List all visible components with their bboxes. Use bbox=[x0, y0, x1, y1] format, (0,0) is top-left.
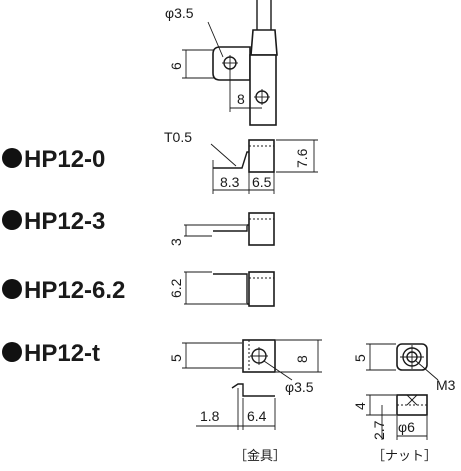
title-hp12-t: HP12-t bbox=[24, 340, 100, 367]
hp12-t-nut-drawing: 5 M3 4 2.7 φ6 ［ナット］ bbox=[352, 343, 456, 463]
hp12-t-bracket-drawing: 5 8 φ3.5 1.8 6.4 ［金具］ bbox=[168, 339, 322, 463]
hp12-0-width-right: 6.5 bbox=[252, 174, 272, 190]
bullet-hp12-0 bbox=[2, 148, 22, 168]
sensor-tip bbox=[250, 29, 278, 56]
hp12-0-width-left: 8.3 bbox=[220, 174, 240, 190]
nut-side-height: 4 bbox=[352, 402, 368, 410]
hp12-3-height: 3 bbox=[168, 238, 184, 246]
hp12-3-drawing: 3 bbox=[168, 212, 275, 246]
hp12-t-left-height: 5 bbox=[168, 354, 184, 362]
bullet-hp12-t bbox=[2, 342, 22, 362]
nut-thread: M3 bbox=[436, 377, 456, 393]
nut-dia: φ6 bbox=[398, 419, 415, 435]
hp12-3-bracket bbox=[213, 224, 249, 232]
hp12-t-profile bbox=[231, 383, 275, 397]
caption-bracket: ［金具］ bbox=[234, 448, 286, 463]
top-assembly: φ3.5 6 8 bbox=[165, 0, 278, 126]
model-titles: HP12-0 HP12-3 HP12-6.2 HP12-t bbox=[2, 146, 125, 367]
sensor-body bbox=[249, 54, 277, 126]
hp12-t-width: 6.4 bbox=[247, 408, 267, 424]
hp12-0-drawing: 8.3 6.5 T0.5 7.6 bbox=[164, 129, 318, 194]
bullet-hp12-6-2 bbox=[2, 279, 22, 299]
caption-nut: ［ナット］ bbox=[372, 448, 437, 463]
nut-height: 5 bbox=[352, 354, 368, 362]
hp12-6-2-bracket bbox=[213, 273, 249, 305]
hp12-0-height: 7.6 bbox=[294, 148, 310, 168]
hp12-0-thickness: T0.5 bbox=[164, 129, 192, 145]
top-hole-dia-label: φ3.5 bbox=[165, 5, 194, 21]
title-hp12-3: HP12-3 bbox=[24, 208, 105, 235]
hp12-t-right-height: 8 bbox=[294, 355, 310, 363]
hp12-6-2-body bbox=[248, 271, 275, 307]
hp12-0-bracket bbox=[213, 151, 249, 169]
hp12-3-body bbox=[248, 212, 275, 246]
top-height-label: 6 bbox=[168, 62, 184, 70]
hp12-t-hole-dia: φ3.5 bbox=[285, 379, 314, 395]
title-hp12-0: HP12-0 bbox=[24, 146, 105, 173]
hp12-6-2-height: 6.2 bbox=[168, 278, 184, 298]
nut-side-small: 2.7 bbox=[371, 420, 387, 440]
top-offset-label: 8 bbox=[237, 91, 245, 107]
title-hp12-6-2: HP12-6.2 bbox=[24, 277, 125, 304]
hp12-6-2-drawing: 6.2 bbox=[168, 271, 275, 307]
hp12-0-body bbox=[248, 139, 275, 173]
bullet-hp12-3 bbox=[2, 210, 22, 230]
hp12-t-offset: 1.8 bbox=[200, 408, 220, 424]
bracket-tab bbox=[212, 46, 251, 81]
